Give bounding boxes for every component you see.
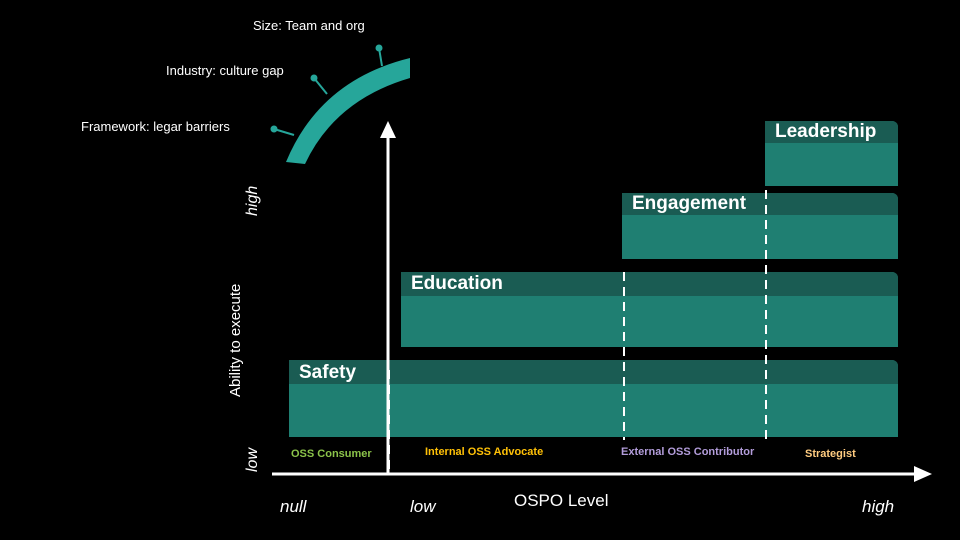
y-axis-arrowhead [380,121,396,138]
band-engagement-header [622,193,898,215]
band-leadership-label: Leadership [775,121,877,142]
x-tick-low: low [410,497,436,516]
y-axis-high: high [244,185,261,216]
y-axis-low: low [244,447,261,472]
role-internal-oss-advocate: Internal OSS Advocate [425,446,544,458]
band-safety: Safety [289,360,898,437]
band-engagement: Engagement [622,193,898,259]
band-safety-label: Safety [299,362,357,383]
gauge-pin-framework-dot [270,125,278,133]
band-safety-header [289,360,898,384]
gauge-pin-industry-dot [310,74,318,82]
gauge-label-size: Size: Team and org [253,18,365,33]
y-axis-title: Ability to execute [227,283,244,397]
role-external-oss-contributor: External OSS Contributor [621,446,755,458]
band-engagement-label: Engagement [632,193,747,214]
band-leadership: Leadership [765,121,898,186]
role-oss-consumer: OSS Consumer [291,448,372,460]
band-leadership-header [765,121,898,143]
gauge-pin-size-dot [375,44,383,52]
role-strategist: Strategist [805,448,856,460]
x-tick-null: null [280,497,307,516]
x-axis-arrowhead [914,466,932,482]
gauge-label-framework: Framework: legar barriers [81,119,230,134]
x-tick-high: high [862,497,895,516]
gauge-arc [286,58,410,164]
gauge-label-industry: Industry: culture gap [166,63,284,78]
band-education: Education [401,272,898,347]
band-education-label: Education [411,273,503,294]
band-education-header [401,272,898,296]
x-axis-title: OSPO Level [514,491,609,510]
